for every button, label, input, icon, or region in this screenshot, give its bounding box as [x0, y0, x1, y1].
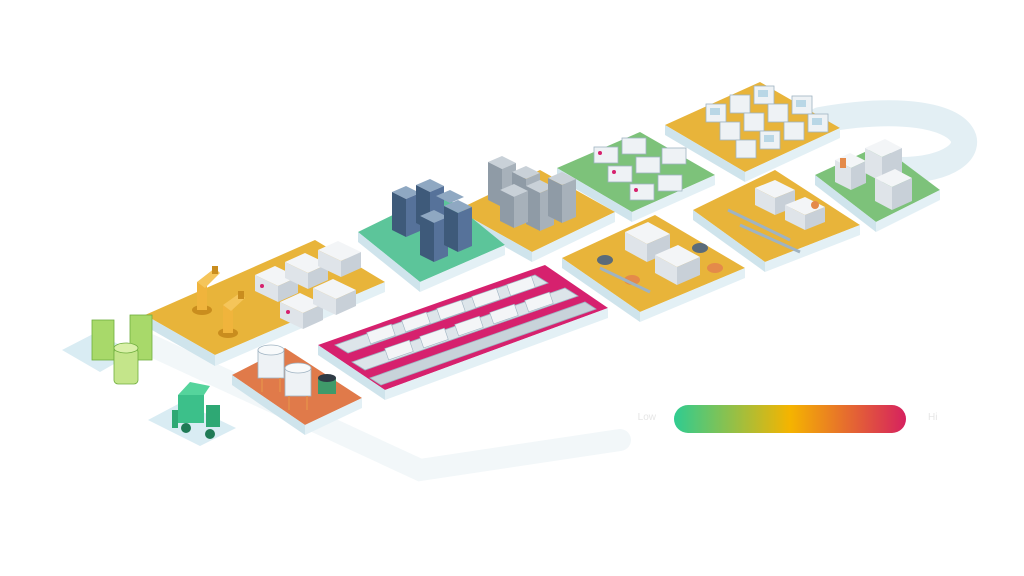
legend-high-label: Hi [928, 412, 938, 423]
enclosure-box [875, 169, 912, 210]
legend-gradient-bar [674, 405, 906, 433]
cabinet-row [705, 85, 829, 159]
server-rack-icon [392, 179, 472, 262]
forklift-icon [148, 382, 236, 446]
cabinet-row [593, 137, 687, 201]
tank [257, 344, 285, 392]
legend-low-label: Low [637, 412, 656, 423]
tank-small [318, 374, 336, 394]
robot-arm-icon [840, 158, 846, 168]
conveyor-line-zone [318, 265, 608, 400]
enclosure-zone [815, 139, 940, 232]
mixing-tanks-zone [232, 344, 362, 435]
battery-cells-icon [62, 314, 153, 385]
conveyor-units [366, 275, 554, 361]
cabinet-grid-zone [665, 82, 840, 182]
server-rack-icon [488, 156, 576, 231]
coil-processing-zone [562, 215, 745, 322]
coil-cutting-zone [693, 170, 860, 272]
robot-assembly-zone [145, 240, 385, 366]
machine-block [727, 180, 825, 254]
robot-arm-icon [218, 291, 245, 338]
machine-block [597, 222, 723, 294]
machine-block [255, 241, 361, 329]
tank [284, 362, 312, 410]
server-rack-zone-teal [358, 179, 505, 292]
track-path [807, 100, 977, 183]
enclosure-box [835, 153, 866, 190]
robot-arm-icon [192, 266, 220, 315]
